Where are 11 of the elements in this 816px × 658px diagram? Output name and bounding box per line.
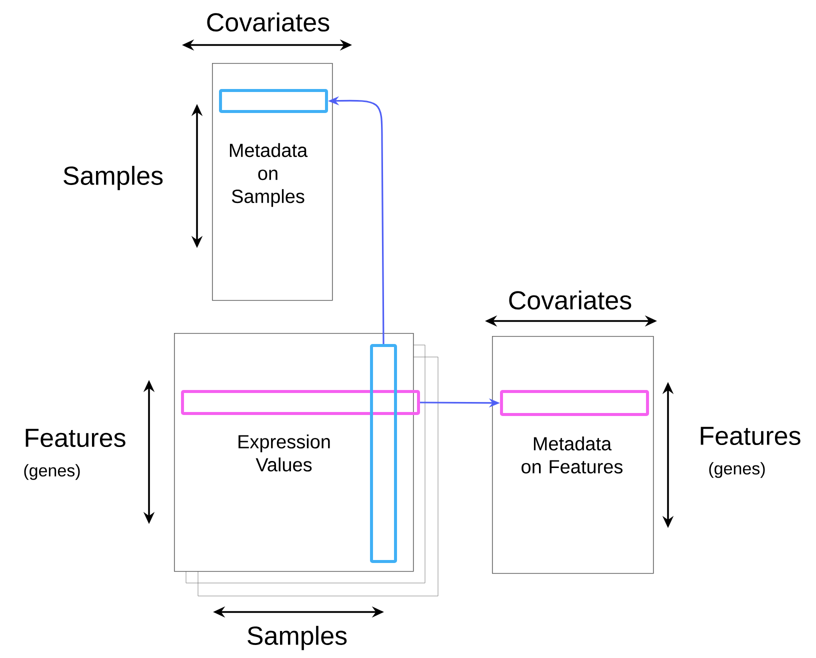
highlight-bar: [370, 344, 397, 563]
axis-label: Covariates: [509, 290, 632, 310]
highlight-bar: [181, 390, 420, 415]
matrix-box: Metadata on Samples: [212, 63, 333, 301]
highlight-bar: [219, 89, 328, 113]
matrix-box: Metadata on Features: [492, 336, 654, 574]
axis-note: (genes): [24, 464, 80, 480]
axis-note: (genes): [709, 462, 765, 478]
matrix-box: Expression Values: [174, 333, 414, 572]
highlight-bar: [500, 390, 649, 416]
axis-label: Samples: [64, 166, 163, 190]
